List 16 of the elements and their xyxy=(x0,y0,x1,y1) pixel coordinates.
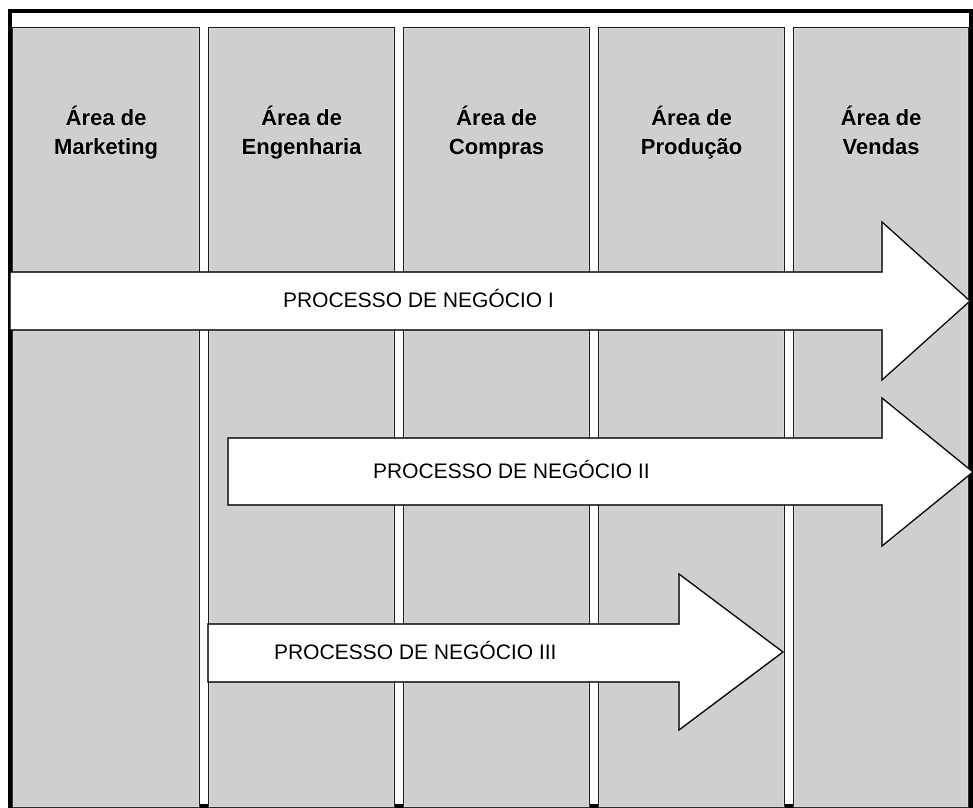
process-shape xyxy=(10,222,970,380)
department-column xyxy=(793,27,969,217)
department-column xyxy=(208,27,395,217)
process-label: PROCESSO DE NEGÓCIO II xyxy=(373,460,650,484)
department-column xyxy=(598,27,785,217)
process-shape xyxy=(208,574,783,730)
column-heading: Área de Compras xyxy=(448,104,546,161)
department-column xyxy=(12,27,200,217)
column-heading: Área de Marketing xyxy=(53,104,159,161)
process-shape xyxy=(228,398,973,546)
process-label: PROCESSO DE NEGÓCIO I xyxy=(283,289,554,313)
column-heading: Área de Engenharia xyxy=(240,104,362,161)
column-heading: Área de Produção xyxy=(640,104,744,161)
column-heading: Área de Vendas xyxy=(840,104,922,161)
process-label: PROCESSO DE NEGÓCIO III xyxy=(274,641,556,665)
department-column xyxy=(403,27,590,217)
